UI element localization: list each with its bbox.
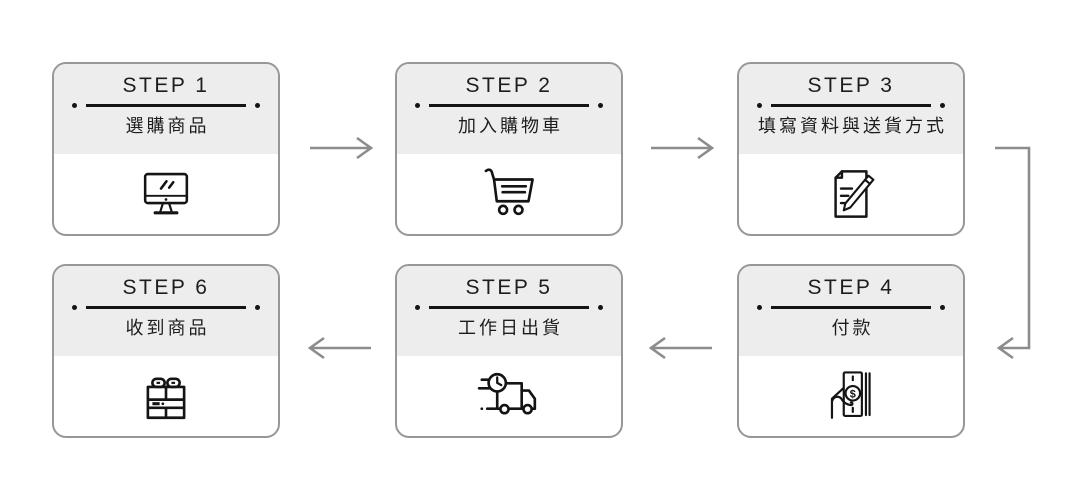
monitor-icon xyxy=(143,172,189,215)
step-title: 付款 xyxy=(831,318,874,338)
divider-line xyxy=(86,104,246,107)
shopping-cart-icon xyxy=(484,168,534,216)
step-5-header: STEP 5 工作日出貨 xyxy=(397,266,621,356)
divider-dot-left xyxy=(72,305,77,310)
step-3-header: STEP 3 填寫資料與送貨方式 xyxy=(739,64,963,154)
divider-dot-left xyxy=(72,103,77,108)
divider-line xyxy=(429,104,589,107)
step-title: 選購商品 xyxy=(125,116,210,136)
step-divider xyxy=(739,103,963,108)
step-4-icon-area: $ xyxy=(739,356,963,436)
arrow-step3-to-step4-icon xyxy=(995,146,1031,360)
step-label: STEP 5 xyxy=(465,276,553,299)
divider-line xyxy=(771,306,931,309)
step-label: STEP 1 xyxy=(122,74,210,97)
divider-dot-left xyxy=(415,305,420,310)
arrow-step2-to-step3-icon xyxy=(651,136,715,160)
step-card-1: STEP 1 選購商品 xyxy=(52,62,280,236)
divider-line xyxy=(429,306,589,309)
form-pencil-icon xyxy=(834,170,875,218)
gift-box-icon xyxy=(146,377,186,420)
step-label: STEP 4 xyxy=(807,276,895,299)
step-title: 填寫資料與送貨方式 xyxy=(758,116,947,136)
step-card-3: STEP 3 填寫資料與送貨方式 xyxy=(737,62,965,236)
divider-dot-right xyxy=(255,103,260,108)
step-card-2: STEP 2 加入購物車 xyxy=(395,62,623,236)
divider-line xyxy=(771,104,931,107)
divider-dot-left xyxy=(415,103,420,108)
arrow-step5-to-step6-icon xyxy=(307,336,371,360)
step-divider xyxy=(397,305,621,310)
step-title: 工作日出貨 xyxy=(458,318,563,338)
divider-dot-right xyxy=(598,305,603,310)
step-1-icon-area xyxy=(54,154,278,234)
arrow-step4-to-step5-icon xyxy=(648,336,712,360)
step-4-header: STEP 4 付款 xyxy=(739,266,963,356)
cash-in-hand-icon: $ xyxy=(830,371,871,419)
divider-line xyxy=(86,306,246,309)
step-divider xyxy=(54,103,278,108)
step-label: STEP 2 xyxy=(465,74,553,97)
step-6-icon-area xyxy=(54,356,278,436)
svg-text:$: $ xyxy=(850,388,856,400)
step-card-5: STEP 5 工作日出貨 xyxy=(395,264,623,438)
divider-dot-left xyxy=(757,305,762,310)
step-5-icon-area xyxy=(397,356,621,436)
divider-dot-left xyxy=(757,103,762,108)
divider-dot-right xyxy=(940,103,945,108)
step-divider xyxy=(739,305,963,310)
step-title: 加入購物車 xyxy=(458,116,563,136)
step-card-6: STEP 6 收到商品 xyxy=(52,264,280,438)
step-6-header: STEP 6 收到商品 xyxy=(54,266,278,356)
step-3-icon-area xyxy=(739,154,963,234)
step-label: STEP 6 xyxy=(122,276,210,299)
divider-dot-right xyxy=(940,305,945,310)
step-1-header: STEP 1 選購商品 xyxy=(54,64,278,154)
step-title: 收到商品 xyxy=(125,318,210,338)
arrow-step1-to-step2-icon xyxy=(310,136,374,160)
step-divider xyxy=(397,103,621,108)
step-2-icon-area xyxy=(397,154,621,234)
step-card-4: STEP 4 付款 $ xyxy=(737,264,965,438)
step-2-header: STEP 2 加入購物車 xyxy=(397,64,621,154)
divider-dot-right xyxy=(598,103,603,108)
divider-dot-right xyxy=(255,305,260,310)
delivery-truck-icon xyxy=(477,372,537,415)
step-divider xyxy=(54,305,278,310)
step-label: STEP 3 xyxy=(807,74,895,97)
